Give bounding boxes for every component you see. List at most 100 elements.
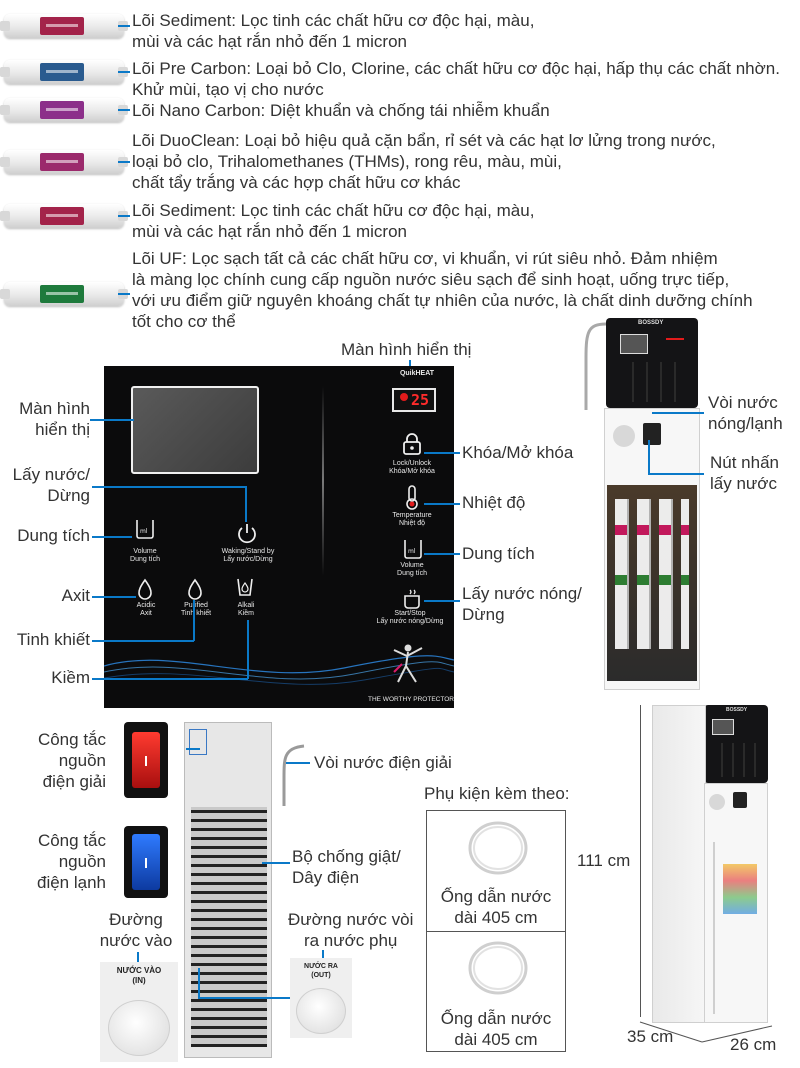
rear-faucet-callout: Vòi nước điện giải [314, 753, 452, 772]
leader-line [118, 109, 130, 111]
beaker-icon[interactable]: ml [134, 518, 156, 540]
device-indicator [666, 338, 684, 340]
accessory-item-2: Ống dẫn nước dài 405 cm [440, 1009, 552, 1049]
rear-faucet-icon [282, 744, 305, 806]
device-screen [620, 334, 648, 354]
filter-band [40, 207, 84, 225]
leader-line [137, 952, 139, 966]
cup-icon[interactable] [234, 576, 256, 598]
outlet-port: NƯỚC RA (OUT) [290, 958, 352, 1038]
temperature-callout: Nhiệt độ [462, 493, 526, 512]
leader-line [424, 600, 460, 602]
volume-callout: Dung tích [17, 526, 90, 545]
leader-line [648, 473, 704, 475]
lock-label: Lock/Unlock Khóa/Mở khóa [389, 460, 435, 475]
filter-band [40, 63, 84, 81]
panel-divider [322, 386, 324, 576]
dispense-button[interactable] [733, 792, 747, 808]
device-buttons [712, 743, 762, 777]
filter-description-line: Lõi UF: Lọc sạch tất cả các chất hữu cơ,… [132, 249, 718, 268]
device-interior [607, 485, 697, 681]
leader-line [424, 553, 460, 555]
dispense-button[interactable] [643, 423, 661, 445]
filter-description-sediment-1: Lõi Sediment: Lọc tinh các chất hữu cơ đ… [132, 10, 534, 52]
filter-cartridge-duoclean [0, 150, 128, 174]
filter-band [40, 153, 84, 171]
accessory-item-1: Ống dẫn nước dài 405 cm [440, 887, 552, 927]
tube-coil-icon [468, 941, 528, 995]
leader-line [652, 412, 704, 414]
leader-line [92, 536, 132, 538]
inlet-cap-label: NƯỚC VÀO (IN) [116, 966, 162, 985]
water-drop-icon[interactable] [186, 578, 204, 600]
beaker-icon[interactable]: ml [402, 538, 424, 560]
tube-coil-icon [468, 821, 528, 875]
lock-callout: Khóa/Mở khóa [462, 443, 574, 462]
leader-line [118, 161, 130, 163]
power-switch-blue[interactable] [124, 826, 168, 898]
alkali-label: Alkali Kiềm [237, 602, 255, 617]
inlet-port: NƯỚC VÀO (IN) [100, 962, 178, 1062]
inlet-callout: Đường nước vào [99, 910, 173, 950]
base-dimension-lines [639, 1021, 773, 1043]
filter-description-line: Lõi DuoClean: Loại bỏ hiệu quả cặn bẩn, … [132, 131, 716, 150]
alkaline-callout: Kiềm [51, 668, 90, 687]
filter-description-sediment-2: Lõi Sediment: Lọc tinh các chất hữu cơ đ… [132, 200, 534, 242]
sticker [709, 794, 725, 810]
outlet-cap-label: NƯỚC RA (OUT) [304, 963, 338, 979]
water-drop-icon[interactable] [136, 578, 154, 600]
faucet [582, 318, 608, 412]
door-seam [713, 842, 715, 1014]
leader-line [262, 862, 290, 864]
leader-line [198, 968, 200, 998]
filter-band [40, 17, 84, 35]
protector-label: THE WORTHY PROTECTOR [368, 696, 454, 703]
svg-text:ml: ml [408, 548, 416, 555]
device-body [604, 408, 700, 690]
start-stop-label: Start/Stop Lấy nước nóng/Dừng [376, 610, 444, 625]
rear-body [184, 722, 272, 1058]
filter-description-line: chất tẩy trắng và các hợp chất hữu cơ kh… [132, 173, 461, 192]
filter-description-line: Lõi Pre Carbon: Loại bỏ Clo, Clorine, cá… [132, 59, 780, 78]
filter-band [40, 285, 84, 303]
wave-decoration [104, 655, 454, 685]
accessories-box [426, 810, 566, 1052]
leader-line [198, 997, 290, 999]
device-head-small: BOSSDY [704, 705, 768, 783]
lock-icon[interactable] [402, 432, 422, 456]
filter-description-line: loại bỏ clo, Trihalomethanes (THMs), ron… [132, 152, 562, 171]
width-label: 26 cm [730, 1035, 777, 1054]
temperature-display-value: 25 [411, 391, 430, 409]
device-screen [712, 719, 734, 735]
filter-description-line: mùi và các hạt rắn nhỏ đến 1 micron [132, 222, 407, 241]
leader-line [92, 640, 194, 642]
screen-callout: Màn hình hiển thị [19, 399, 90, 439]
leader-line [92, 596, 136, 598]
button-callout: Nút nhấn lấy nước [710, 453, 779, 493]
outlet-callout: Đường nước vòi ra nước phụ [288, 910, 414, 950]
filter-description-line: Lõi Nano Carbon: Diệt khuẩn và chống tái… [132, 101, 550, 120]
leader-line [424, 503, 460, 505]
filter-description-line: Lõi Sediment: Lọc tinh các chất hữu cơ đ… [132, 11, 535, 30]
power-icon[interactable] [236, 522, 258, 544]
power-electrolysis-callout: Công tắc nguồn điện giải [37, 730, 106, 791]
height-dimension-line [640, 705, 641, 1017]
dispense-callout: Lấy nước/ Dừng [12, 465, 90, 505]
surge-callout: Bộ chống giật/ Dây điện [292, 847, 401, 887]
leader-line [118, 25, 130, 27]
filter-description-line: Lõi Sediment: Lọc tinh các chất hữu cơ đ… [132, 201, 535, 220]
filter-description-line: tốt cho cơ thể [132, 312, 236, 331]
accessories-title: Phụ kiện kèm theo: [424, 784, 570, 803]
control-panel: QuikHEAT 25 Lock/Unlock Khóa/Mở khóa Tem… [104, 366, 454, 708]
leader-line [92, 486, 246, 488]
filter-description-line: Khử mùi, tạo vị cho nước [132, 80, 324, 99]
power-switch-red[interactable] [124, 722, 168, 798]
panel-screen [131, 386, 259, 474]
thermometer-icon[interactable] [404, 484, 420, 510]
volume-right-label: Volume Dung tích [397, 562, 427, 577]
brand-logo: BOSSDY [638, 320, 664, 326]
panel-display-title: Màn hình hiển thị [341, 340, 472, 359]
device-buttons [620, 362, 684, 402]
hot-cup-icon[interactable] [402, 588, 424, 610]
volume-right-callout: Dung tích [462, 544, 535, 563]
